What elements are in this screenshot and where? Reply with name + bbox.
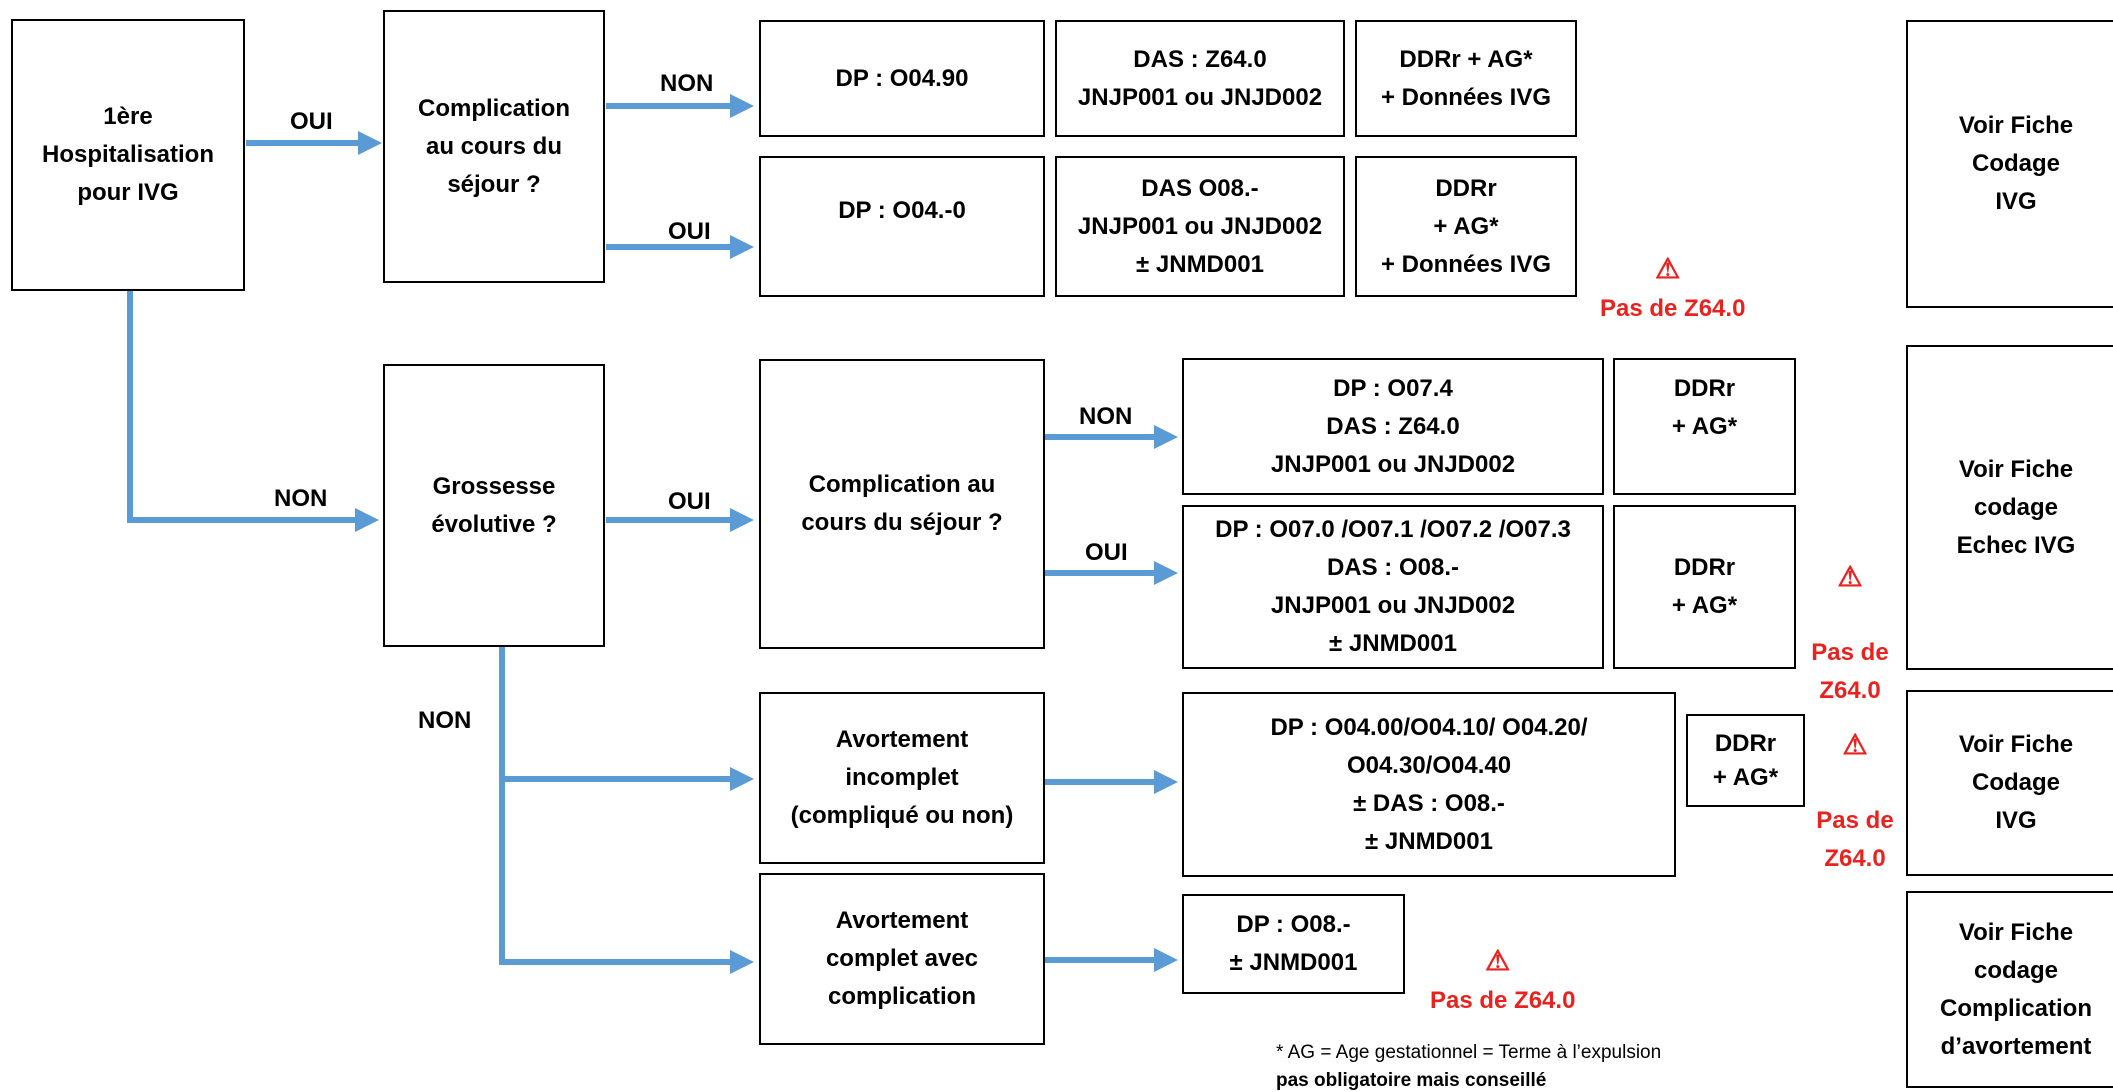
dp-o070-box: DP : O07.0 /O07.1 /O07.2 /O07.3 DAS : O0… [1182,505,1604,669]
warning-3: ⚠ Pas de Z64.0 [1805,688,1905,916]
warning-text: Pas de Z64.0 [1816,807,1894,872]
dp-o08-box: DP : O08.- ± JNMD001 [1182,894,1405,994]
warning-icon: ⚠ [1842,729,1868,760]
arrow-grossesse-non-vertical [499,645,754,974]
start-box: 1ère Hospitalisation pour IVG [11,19,245,291]
ddrr-ag-box-4: DDRr + AG* [1613,505,1796,669]
fiche-ivg-box-1: Voir Fiche Codage IVG [1906,20,2113,308]
complication-question-box-2: Complication au cours du séjour ? [759,359,1045,649]
dp-o0400-box: DP : O04.00/O04.10/ O04.20/ O04.30/O04.4… [1182,692,1676,877]
dp-o04-0-box: DP : O04.-0 [759,156,1045,297]
fiche-complication-box: Voir Fiche codage Complication d’avortem… [1906,891,2113,1088]
warning-2: ⚠ Pas de Z64.0 [1800,520,1900,748]
das-z640-box: DAS : Z64.0 JNJP001 ou JNJD002 [1055,20,1345,137]
warning-1: ⚠ Pas de Z64.0 [1590,212,1745,328]
label-oui-grossesse: OUI [668,488,711,515]
warning-icon: ⚠ [1837,561,1863,592]
ddrr-ag-box-5: DDRr + AG* [1686,714,1805,807]
label-non-complication: NON [660,70,714,97]
ddrr-ag-box-3: DDRr + AG* [1613,358,1796,495]
fiche-ivg-box-2: Voir Fiche Codage IVG [1906,690,2113,876]
label-non-grossesse: NON [418,707,472,734]
warning-4: ⚠ Pas de Z64.0 [1420,904,1575,1020]
arrow-start-to-grossesse [127,290,379,532]
label-non-start: NON [274,485,328,512]
label-oui-complication: OUI [668,218,711,245]
warning-text: Pas de Z64.0 [1430,987,1576,1014]
dp-o0490-box: DP : O04.90 [759,20,1045,137]
fiche-echec-ivg-box: Voir Fiche codage Echec IVG [1906,345,2113,670]
grossesse-evolutive-box: Grossesse évolutive ? [383,364,605,647]
footnote-line-1: * AG = Age gestationnel = Terme à l’expu… [1276,1042,1662,1063]
warning-icon: ⚠ [1485,945,1511,976]
warning-text: Pas de Z64.0 [1811,639,1889,704]
ddrr-ag-ivg-box-1: DDRr + AG* + Données IVG [1355,20,1577,137]
warning-icon: ⚠ [1655,253,1681,284]
footnote-line-2: pas obligatoire mais conseillé [1276,1070,1547,1091]
complication-question-box: Complication au cours du séjour ? [383,10,605,283]
das-o08-box: DAS O08.- JNJP001 ou JNJD002 ± JNMD001 [1055,156,1345,297]
avortement-incomplet-box: Avortement incomplet (compliqué ou non) [759,692,1045,864]
label-oui-complication-2: OUI [1085,539,1128,566]
warning-text: Pas de Z64.0 [1600,295,1746,322]
label-non-complication-2: NON [1079,403,1133,430]
label-oui-start: OUI [290,108,333,135]
avortement-complet-box: Avortement complet avec complication [759,873,1045,1045]
dp-o074-box: DP : O07.4 DAS : Z64.0 JNJP001 ou JNJD00… [1182,358,1604,495]
ddrr-ag-ivg-box-2: DDRr + AG* + Données IVG [1355,156,1577,297]
